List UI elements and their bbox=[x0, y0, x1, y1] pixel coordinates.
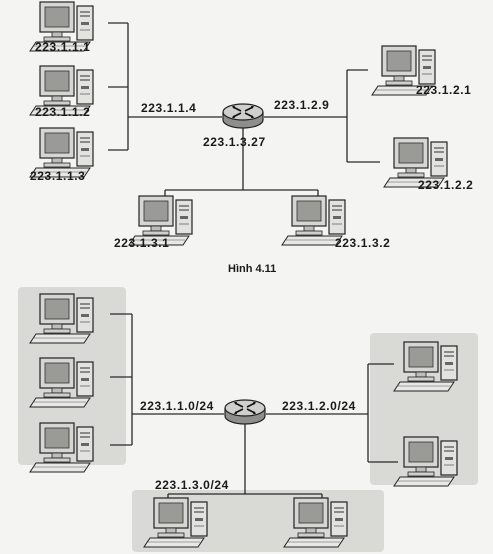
computer-icon bbox=[393, 436, 458, 487]
router-icon bbox=[222, 103, 264, 129]
router-interface-label: 223.1.3.27 bbox=[203, 135, 266, 149]
router-interface-label: 223.1.2.9 bbox=[274, 98, 329, 112]
host-ip-label: 223.1.2.1 bbox=[416, 83, 471, 97]
host-ip-label: 223.1.3.1 bbox=[114, 236, 169, 250]
subnet-label: 223.1.3.0/24 bbox=[155, 478, 229, 492]
computer-icon bbox=[143, 497, 208, 548]
computer-icon bbox=[29, 293, 94, 344]
host-ip-label: 223.1.3.2 bbox=[335, 236, 390, 250]
subnet-label: 223.1.2.0/24 bbox=[282, 399, 356, 413]
host-ip-label: 223.1.2.2 bbox=[418, 178, 473, 192]
host-ip-label: 223.1.1.1 bbox=[35, 40, 90, 54]
router-interface-label: 223.1.1.4 bbox=[141, 101, 196, 115]
computer-icon bbox=[29, 422, 94, 473]
computer-icon bbox=[283, 497, 348, 548]
figure-caption: Hình 4.11 bbox=[228, 263, 276, 275]
router-icon bbox=[224, 399, 266, 425]
lan-right-wire bbox=[264, 69, 380, 163]
host-ip-label: 223.1.1.3 bbox=[30, 169, 85, 183]
figure-2: 223.1.1.0/24 223.1.2.0/24 223.1.3.0/24 bbox=[18, 287, 478, 552]
figure-1: 223.1.1.1 223.1.1.2 223.1.1.3 223.1.2.1 … bbox=[29, 1, 473, 275]
host-ip-label: 223.1.1.2 bbox=[35, 105, 90, 119]
computer-icon bbox=[393, 341, 458, 392]
subnet-left-wire bbox=[110, 313, 224, 446]
lan-left-wire bbox=[108, 22, 222, 151]
subnet-right-wire bbox=[266, 363, 398, 463]
subnet-label: 223.1.1.0/24 bbox=[140, 399, 214, 413]
computer-icon bbox=[29, 357, 94, 408]
